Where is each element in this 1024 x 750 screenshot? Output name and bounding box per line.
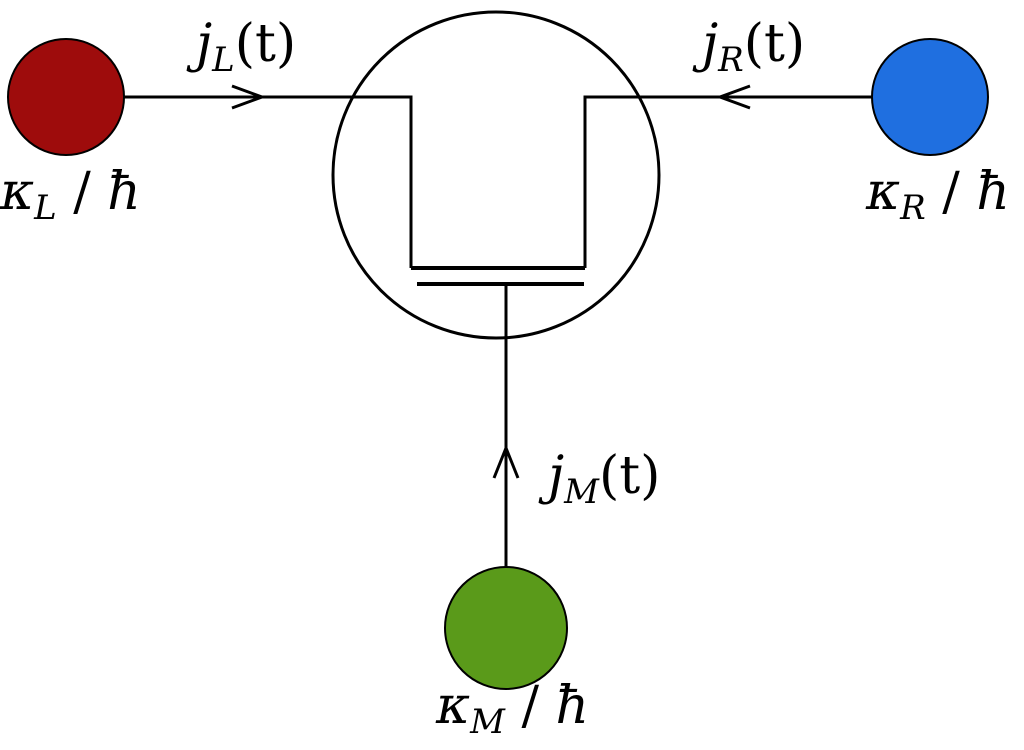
middle-current-arrow — [492, 443, 520, 479]
right-current-arrow — [715, 84, 751, 110]
left-reservoir — [7, 38, 125, 156]
middle-reservoir — [444, 566, 568, 690]
right-lead-wire — [583, 95, 872, 268]
left-current-arrow — [231, 84, 267, 110]
middle-reservoir-label: κM / ħ — [436, 676, 590, 742]
left-lead-wire — [124, 95, 413, 268]
device-circle — [331, 10, 661, 340]
right-current-label: jR(t) — [702, 14, 806, 80]
right-reservoir-label: κR / ħ — [866, 162, 1010, 228]
left-current-label: jL(t) — [196, 14, 297, 80]
left-reservoir-label: κL / ħ — [0, 162, 141, 228]
middle-current-label: jM(t) — [548, 446, 661, 512]
right-reservoir — [871, 38, 989, 156]
